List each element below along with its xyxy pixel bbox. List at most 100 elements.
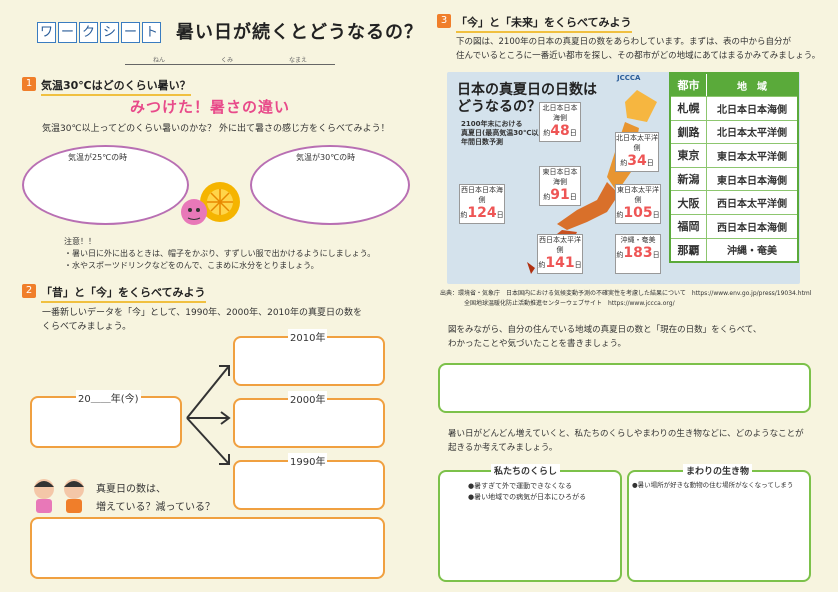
- lead-line: 一番新しいデータを「今」として、1990年、2000年、2010年の真夏日の数を: [42, 308, 362, 318]
- region-box: 西日本日本海側 約124日: [459, 184, 505, 224]
- note-title: 注意！！: [64, 237, 96, 246]
- region-cell: 西日本日本海側: [717, 222, 787, 234]
- map-title: 日本の真夏日の日数は どうなるの？: [457, 82, 597, 116]
- bubble-25c[interactable]: [22, 145, 189, 225]
- region-box: 沖縄・奄美 約183日: [615, 234, 661, 274]
- nature-box-title: まわりの生き物: [683, 464, 753, 477]
- table-row: 那覇沖縄・奄美: [671, 237, 797, 262]
- think-instruction: 暑い日がどんどん増えていくと、私たちのくらしやまわりの生き物などに、どのようなこ…: [448, 428, 804, 455]
- approx-prefix: 約: [620, 159, 628, 167]
- example-item: ●暑い場所が好きな動物の住む場所がなくなってしまう: [632, 481, 794, 489]
- header-region: 地 域: [737, 81, 767, 93]
- region-cell: 北日本太平洋側: [717, 128, 787, 140]
- city-cell: 釧路: [671, 120, 707, 144]
- region-name: 沖縄・奄美: [620, 236, 656, 244]
- table-row: 大阪西日本太平洋側: [671, 190, 797, 214]
- map-title-line: 日本の真夏日の日数は: [457, 82, 597, 98]
- region-cell: 東日本日本海側: [717, 175, 787, 187]
- comparison-answer-box[interactable]: [438, 363, 811, 413]
- year-1990-box[interactable]: [233, 460, 385, 510]
- section-1-notes: 注意！！ ・暑い日に外に出るときは、帽子をかぶり、すずしい服で出かけるようにしま…: [64, 236, 375, 272]
- source-line: 全国地球温暖化防止活動推進センターウェブサイト https://www.jccc…: [464, 299, 675, 307]
- region-box: 東日本日本海側 約91日: [539, 166, 581, 206]
- approx-prefix: 約: [543, 129, 551, 137]
- map-sub-line: 真夏日(最高気温30℃以上)の: [461, 129, 556, 138]
- compare-instruction: 図をみながら、自分の住んでいる地域の真夏日の数と「現在の日数」をくらべて、 わか…: [448, 324, 761, 351]
- header-city: 都市: [671, 74, 707, 96]
- tag-char: ー: [58, 22, 77, 43]
- year-2010-label: 2010年: [288, 329, 328, 344]
- section-1-title: 気温30℃はどのくらい暑い？: [41, 77, 191, 96]
- region-box: 東日本太平洋側 約105日: [615, 184, 661, 224]
- jccca-logo: JCCCA: [617, 74, 641, 82]
- trend-answer-box[interactable]: [30, 517, 385, 579]
- city-cell: 福岡: [671, 214, 707, 238]
- region-unit: 日: [652, 211, 660, 219]
- region-value: 34: [627, 153, 647, 169]
- region-unit: 日: [569, 129, 577, 137]
- example-item: ●暑すぎて外で運動できなくなる: [468, 482, 573, 490]
- children-icon: [34, 479, 84, 513]
- region-cell: 沖縄・奄美: [727, 246, 777, 258]
- map-sub-line: 2100年末における: [461, 120, 523, 128]
- table-row: 福岡西日本日本海側: [671, 213, 797, 238]
- instruction-line: 起きるか考えてみましょう。: [448, 442, 558, 453]
- year-2000-label: 2000年: [288, 391, 328, 406]
- region-box: 北日本日本海側 約48日: [539, 102, 581, 142]
- source-citation: 出典：環境省・気象庁 日本国内における気候変動予測の不確実性を考慮した結果につい…: [440, 289, 832, 308]
- year-1990-label: 1990年: [288, 453, 328, 468]
- tag-char: ワ: [37, 22, 56, 43]
- map-subtitle: 2100年末における 真夏日(最高気温30℃以上)の 年間日数予測: [461, 120, 556, 147]
- instruction-line: 図をみながら、自分の住んでいる地域の真夏日の数と「現在の日数」をくらべて、: [448, 325, 762, 335]
- table-header: 都市 地 域: [671, 74, 797, 96]
- bubble-30c[interactable]: [250, 145, 410, 225]
- life-examples: ●暑すぎて外で運動できなくなる ●暑い地域での病気が日本にひろがる: [468, 481, 586, 502]
- note-line: ・暑い日に外に出るときは、帽子をかぶり、すずしい服で出かけるようにしましょう。: [64, 249, 376, 258]
- table-row: 東京東日本太平洋側: [671, 143, 797, 167]
- lead-line: 住んでいるところに一番近い都市を探し、その都市がどの地域にあてはまるかみてみまし…: [456, 50, 821, 61]
- name-line: ねん くみ なまえ: [125, 55, 335, 65]
- source-line: 出典：環境省・気象庁 日本国内における気候変動予測の不確実性を考慮した結果につい…: [440, 290, 812, 297]
- table-row: 札幌北日本日本海側: [671, 96, 797, 120]
- approx-prefix: 約: [538, 261, 546, 269]
- section-3-title: 「今」と「未来」をくらべてみよう: [456, 14, 632, 33]
- table-row: 新潟東日本日本海側: [671, 166, 797, 191]
- region-value: 91: [550, 187, 570, 203]
- region-unit: 日: [652, 251, 660, 259]
- region-unit: 日: [569, 193, 577, 201]
- section-2-title: 「昔」と「今」をくらべてみよう: [41, 284, 206, 303]
- approx-prefix: 約: [616, 211, 624, 219]
- region-unit: 日: [496, 211, 504, 219]
- now-year-label: 20＿＿年(今): [76, 390, 141, 405]
- region-cell: 北日本日本海側: [717, 104, 787, 116]
- arrows-icon: [186, 365, 231, 465]
- city-cell: 大阪: [671, 191, 707, 214]
- section-2-lead: 一番新しいデータを「今」として、1990年、2000年、2010年の真夏日の数を…: [42, 306, 362, 335]
- name-label: ねん: [152, 57, 165, 64]
- note-line: ・水やスポーツドリンクなどをのんで、こまめに水分をとりましょう。: [64, 261, 319, 270]
- section-1-number: 1: [22, 77, 36, 91]
- region-value: 105: [623, 205, 653, 221]
- tag-char: ト: [142, 22, 161, 43]
- section-3-number: 3: [437, 14, 451, 28]
- region-value: 124: [467, 205, 497, 221]
- region-value: 48: [550, 123, 570, 139]
- region-unit: 日: [646, 159, 654, 167]
- city-cell: 札幌: [671, 97, 707, 120]
- region-name: 西日本日本海側: [461, 186, 503, 204]
- instruction-line: わかったことや気づいたことを書きましょう。: [448, 338, 626, 349]
- section-3-lead: 下の図は、2100年の日本の真夏日の数をあらわしています。まずは、表の中から自分…: [456, 36, 820, 63]
- tag-char: ー: [121, 22, 140, 43]
- tag-char: シ: [100, 22, 119, 43]
- life-box-title: 私たちのくらし: [491, 464, 561, 477]
- city-cell: 新潟: [671, 167, 707, 191]
- bubble-30c-label: 気温が30℃の時: [296, 153, 356, 162]
- section-2-number: 2: [22, 284, 36, 298]
- region-name: 北日本太平洋側: [616, 134, 658, 152]
- map-sub-line: 年間日数予測: [461, 138, 503, 147]
- city-cell: 東京: [671, 144, 707, 167]
- region-box: 西日本太平洋側 約141日: [537, 234, 583, 274]
- name-label: なまえ: [289, 57, 308, 64]
- section-1-headline: みつけた！暑さの違い: [130, 98, 291, 116]
- region-name: 西日本太平洋側: [539, 236, 581, 254]
